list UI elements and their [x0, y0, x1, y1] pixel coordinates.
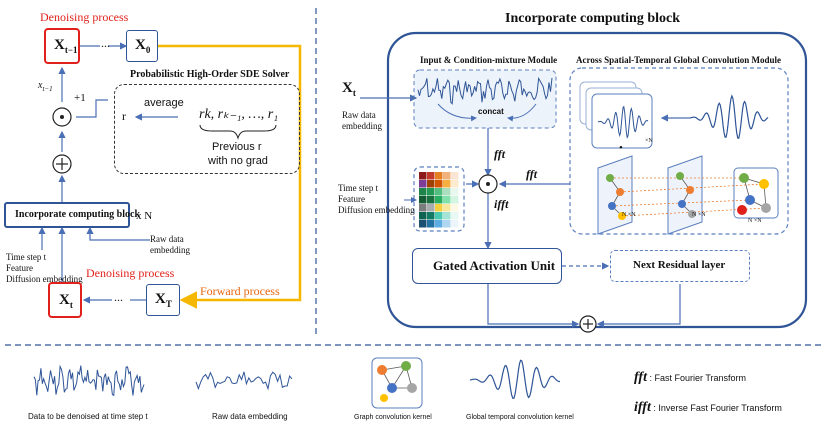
- input-waveform: [417, 76, 553, 105]
- no-grad-label: with no grad: [208, 155, 268, 167]
- left-computing-block: Incorporate computing block: [4, 202, 140, 228]
- fft-label-1: fft: [494, 147, 506, 161]
- right-raw-1: Raw data: [342, 110, 376, 120]
- forward-process-label: Forward process: [200, 284, 280, 298]
- average-label: average: [144, 97, 184, 109]
- across-module-title: Across Spatial-Temporal Global Convoluti…: [576, 55, 782, 65]
- next-residual-label: Next Residual layer: [633, 259, 726, 271]
- xn-label-1: ×N: [645, 138, 653, 144]
- next-residual-box: Next Residual layer: [610, 250, 750, 282]
- xT-node: XT: [146, 284, 180, 316]
- times-n-label: x N: [136, 210, 153, 222]
- legend-global-label: Global temporal convolution kernel: [466, 414, 574, 421]
- right-cond-timestep: Time step t: [338, 183, 379, 193]
- right-raw-2: embedding: [342, 121, 382, 131]
- legend-graph-label: Graph convolution kernel: [354, 414, 432, 421]
- gated-activation-box: Gated Activation Unit: [412, 248, 562, 284]
- legend-denoise-wave: [33, 364, 145, 397]
- r-label: r: [122, 109, 126, 123]
- legend-graph-kernel: [371, 357, 423, 409]
- xt-minus-1-small: xt−1: [38, 80, 53, 93]
- left-cond-diffusion: Diffusion embedding: [6, 274, 83, 284]
- plus-one-label: +1: [74, 92, 86, 104]
- legend-denoise-label: Data to be denoised at time step t: [28, 412, 148, 421]
- concat-label: concat: [478, 107, 504, 116]
- residual-right: [596, 284, 681, 328]
- left-cond-timestep: Time step t: [6, 252, 47, 262]
- bullet-dot: •: [619, 142, 623, 154]
- across-module-box: [569, 67, 789, 235]
- odot-branch: [76, 99, 108, 118]
- dots-bottom: ...: [114, 290, 123, 304]
- dots-top: ...: [101, 36, 110, 50]
- legend-ifft: ifft : Inverse Fast Fourier Transform: [634, 400, 782, 415]
- xt-node: Xt: [48, 282, 82, 318]
- legend-global-wave: [469, 359, 560, 399]
- right-xt-label: Xt: [342, 80, 356, 98]
- denoising-top-label: Denoising process: [40, 10, 129, 24]
- temporal-kernel-waveform: [689, 94, 769, 139]
- left-cond-feature: Feature: [6, 263, 33, 273]
- xt-minus-1-node: Xt−1: [44, 28, 80, 64]
- residual-left: [487, 284, 580, 328]
- raw-data-arrow: [86, 226, 150, 241]
- sde-solver-box: [114, 84, 300, 174]
- input-module-title: Input & Condition-mixture Module: [420, 55, 558, 65]
- legend-fft: fft : Fast Fourier Transform: [634, 370, 746, 385]
- ifft-label: ifft: [494, 197, 509, 211]
- previous-r-label: Previous r: [212, 141, 262, 153]
- right-title: Incorporate computing block: [505, 11, 680, 26]
- xn-label-4: N ×N: [748, 218, 762, 224]
- left-block-label: Incorporate computing block: [15, 209, 140, 220]
- legend-raw-label: Raw data embedding: [212, 412, 288, 421]
- xn-label-3: N ×N: [692, 212, 706, 218]
- x0-node: X0: [126, 30, 158, 62]
- left-raw-data-2: embedding: [150, 245, 190, 255]
- sde-solver-title: Probabilistic High-Order SDE Solver: [130, 69, 290, 80]
- fft-label-2: fft: [526, 167, 538, 181]
- r-sequence: rk, rₖ₋₁, …, r₁: [199, 107, 279, 122]
- gated-activation-label: Gated Activation Unit: [433, 258, 556, 273]
- legend-raw-wave: [195, 371, 293, 391]
- left-raw-data-1: Raw data: [150, 234, 184, 244]
- r-brace: [199, 124, 277, 140]
- right-cond-diffusion: Diffusion embedding: [338, 205, 415, 215]
- graph-planes: [597, 155, 779, 235]
- forward-process-arrow: [158, 44, 302, 309]
- right-cond-feature: Feature: [338, 194, 365, 204]
- condition-embedding-box: [413, 166, 465, 232]
- xn-label-2: N ×N: [622, 212, 636, 218]
- denoising-bottom-label: Denoising process: [86, 266, 175, 280]
- condition-palette: [419, 172, 459, 228]
